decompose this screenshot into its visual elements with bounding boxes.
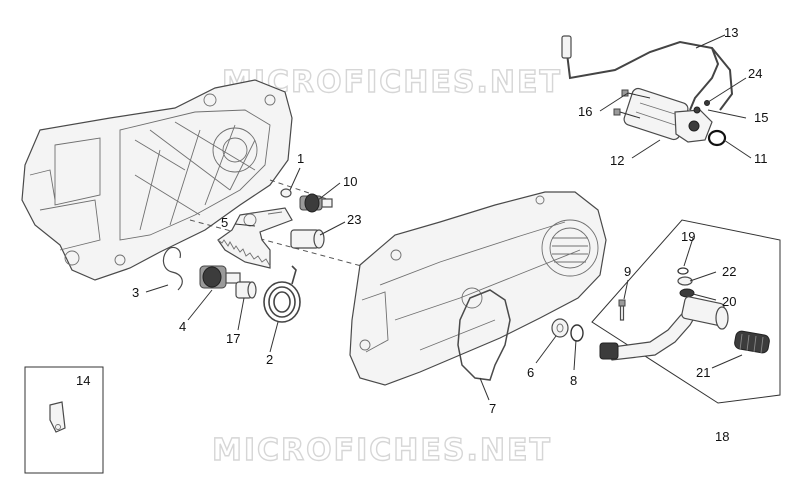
callout-10: 10 — [343, 174, 357, 189]
kick-start-lever-icon — [599, 296, 729, 361]
spring-part-2 — [263, 265, 301, 323]
callout-24: 24 — [748, 66, 762, 81]
oring-part-8 — [570, 324, 584, 342]
gear-part-10 — [299, 193, 333, 213]
washer-part-20 — [679, 288, 695, 298]
callout-18: 18 — [715, 429, 729, 444]
callout-5: 5 — [221, 215, 228, 230]
callout-6: 6 — [527, 365, 534, 380]
callout-21: 21 — [696, 365, 710, 380]
callout-7: 7 — [489, 401, 496, 416]
callout-15: 15 — [754, 110, 768, 125]
clip-part-3 — [162, 246, 183, 291]
gasket-part-7 — [457, 289, 511, 381]
callout-4: 4 — [179, 319, 186, 334]
bolt-part-9 — [618, 299, 626, 321]
callout-13: 13 — [724, 25, 738, 40]
kick-assembly-outline — [591, 219, 781, 404]
callout-14: 14 — [76, 373, 90, 388]
callout-1: 1 — [297, 151, 304, 166]
callout-19: 19 — [681, 229, 695, 244]
assembly-axis-line-2 — [269, 179, 331, 201]
callout-labels: 1 2 3 4 5 6 7 8 9 10 11 12 13 14 15 16 1… — [76, 25, 768, 444]
leader-lines — [145, 34, 752, 401]
washer-part-22 — [677, 276, 693, 286]
spacer-part-17 — [235, 281, 257, 299]
starter-motor-icon — [623, 87, 713, 143]
callout-9: 9 — [624, 264, 631, 279]
washer-part-6 — [551, 318, 569, 338]
crankcase-half-icon — [21, 79, 293, 281]
callout-17: 17 — [226, 331, 240, 346]
bush-part-23 — [290, 229, 325, 249]
callout-8: 8 — [570, 373, 577, 388]
bushing-part-1 — [280, 188, 292, 198]
transmission-cover-icon — [349, 191, 607, 386]
watermark-bottom: MICROFICHES.NET — [212, 433, 552, 468]
pinion-part-4 — [199, 265, 241, 289]
callout-16: 16 — [578, 104, 592, 119]
callout-3: 3 — [132, 285, 139, 300]
part-14-inset-box — [24, 366, 104, 474]
starter-cable-part-13 — [561, 35, 734, 111]
callout-22: 22 — [722, 264, 736, 279]
callout-2: 2 — [266, 352, 273, 367]
sector-gear-part-5 — [217, 207, 293, 269]
callout-11: 11 — [754, 151, 768, 166]
foot-peg-part-21 — [734, 330, 770, 354]
callout-23: 23 — [347, 212, 361, 227]
oring-part-11 — [707, 129, 727, 147]
circlip-part-19 — [677, 267, 689, 275]
callout-20: 20 — [722, 294, 736, 309]
callout-12: 12 — [610, 153, 624, 168]
clip-icon — [49, 401, 66, 433]
